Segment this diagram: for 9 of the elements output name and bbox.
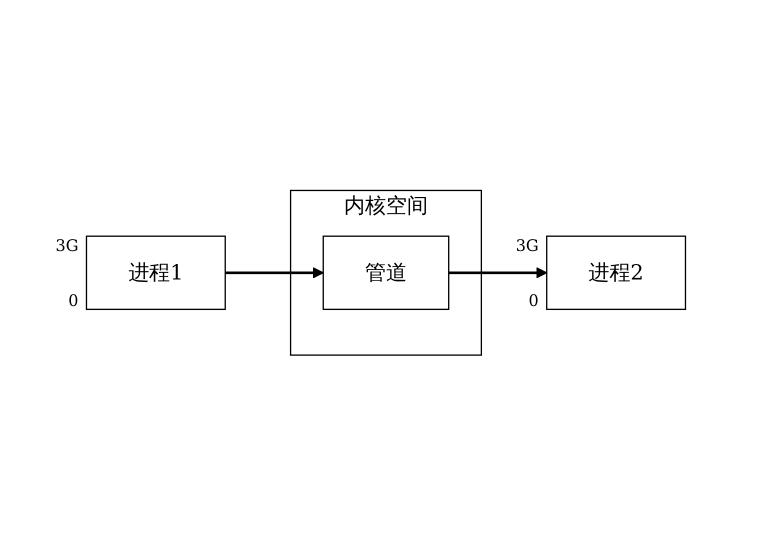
arrow [225,267,324,279]
axis-mark-label: 3G [56,236,78,256]
node-box: 管道 [322,236,450,310]
axis-mark-label: 3G [516,236,539,256]
arrow [448,267,548,279]
node-box: 进程2 [546,236,686,310]
node-box: 进程1 [86,236,226,310]
axis-mark-label: 0 [68,290,78,310]
axis-mark-label: 0 [528,290,539,310]
